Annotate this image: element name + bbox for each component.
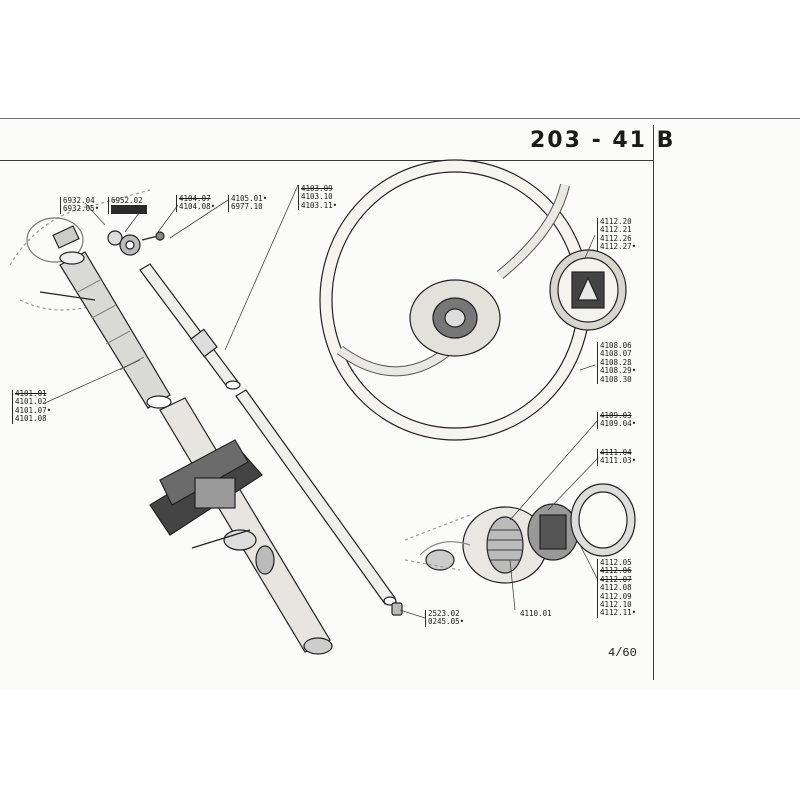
ref-label: 4111.04 xyxy=(600,448,632,457)
refs-6932: 6932.04 6932.05• xyxy=(60,196,100,214)
ref-4110: 4110.01 xyxy=(520,609,552,618)
ref-label: 4112.11• xyxy=(600,608,637,618)
frame-top-rule xyxy=(0,160,653,161)
ref-label: 4112.07 xyxy=(600,574,632,584)
ref-label: 4101.07• xyxy=(15,405,52,415)
shaft-bush xyxy=(391,602,403,616)
horn-button-cap xyxy=(549,249,627,331)
refs-4108: 4108.06 4108.07 4108.28 4108.29• 4108.30 xyxy=(597,341,637,384)
steering-shaft-lower xyxy=(235,389,397,606)
bodywork-arch xyxy=(26,217,84,263)
refs-4104: 4104.07 4104.08• xyxy=(176,194,216,212)
refs-6952: 6952.02 4107.06• xyxy=(108,196,148,214)
refs-4101: 4101.01 4101.02 4101.07• 4101.08 xyxy=(12,389,52,424)
ref-label: 4104.07 xyxy=(179,194,211,203)
ref-label: 4112.06 xyxy=(600,566,632,576)
column-upper-tube xyxy=(59,251,172,409)
ref-label: 6932.04 xyxy=(63,196,95,205)
steering-shaft-upper xyxy=(139,263,241,390)
refs-4103: 4103.09 4103.10 4103.11• xyxy=(298,184,338,211)
ref-label: 4108.29• xyxy=(600,366,637,376)
ref-label: 4105.01• xyxy=(231,194,268,203)
horn-assembly-exploded xyxy=(404,483,636,584)
ref-label: 0245.05• xyxy=(428,617,465,627)
ref-label: 4110.01 xyxy=(520,609,552,618)
ref-label: 4107.06• xyxy=(111,204,148,214)
ref-label: 4101.01 xyxy=(15,389,47,398)
frame-right-rule xyxy=(653,125,654,680)
ref-label: 4108.06 xyxy=(600,341,632,350)
ref-label: 4111.03• xyxy=(600,456,637,466)
refs-4105: 4105.01• 6977.10 xyxy=(228,194,268,212)
bodywork-outline xyxy=(9,189,151,311)
refs-4111: 4111.04 4111.03• xyxy=(597,448,637,466)
sheet-top-edge xyxy=(0,118,800,119)
ref-label: 4101.02 xyxy=(15,397,47,407)
steering-wheel xyxy=(319,159,591,441)
ref-label: 6977.10 xyxy=(231,202,263,212)
ref-label: 4104.08• xyxy=(179,202,216,212)
ref-label: 4108.28 xyxy=(600,357,632,367)
leader-lines xyxy=(44,184,599,619)
column-lower-tube xyxy=(159,397,333,655)
column-mounting-plate xyxy=(149,439,263,536)
ref-label: 6952.02 xyxy=(111,196,143,205)
sheet-title: 203 - 41 B xyxy=(530,128,676,153)
ref-label: 4108.30 xyxy=(600,374,632,384)
upper-bracket-parts xyxy=(39,225,165,301)
ref-label: 4103.10 xyxy=(301,192,333,202)
ref-label: 4101.08 xyxy=(15,414,47,424)
ref-label: 4112.10 xyxy=(600,599,632,609)
ref-label: 4103.09 xyxy=(301,184,333,193)
refs-4112-horn: 4112.05 4112.06 4112.07 4112.08 4112.09 … xyxy=(597,558,637,618)
refs-4109: 4109.03 4109.04• xyxy=(597,411,637,429)
ref-label: 4112.21 xyxy=(600,225,632,235)
ref-label: 4103.11• xyxy=(301,200,338,210)
ref-label: 4112.05 xyxy=(600,558,632,567)
column-clamp xyxy=(191,529,275,575)
ref-label: 4112.20 xyxy=(600,217,632,226)
refs-4112-wheel: 4112.20 4112.21 4112.26 4112.27• xyxy=(597,217,637,252)
ref-label: 6932.05• xyxy=(63,204,100,214)
ref-label: 4108.07 xyxy=(600,349,632,359)
ref-label: 4112.27• xyxy=(600,242,637,252)
ref-label: 2523.02 xyxy=(428,609,460,618)
ref-label: 4109.03 xyxy=(600,411,632,420)
ref-label: 4109.04• xyxy=(600,419,637,429)
page-number: 4/60 xyxy=(608,646,637,660)
ref-label: 4112.08 xyxy=(600,583,632,593)
ref-label: 4112.09 xyxy=(600,591,632,601)
refs-2523: 2523.02 0245.05• xyxy=(425,609,465,627)
ref-label: 4112.26 xyxy=(600,233,632,243)
